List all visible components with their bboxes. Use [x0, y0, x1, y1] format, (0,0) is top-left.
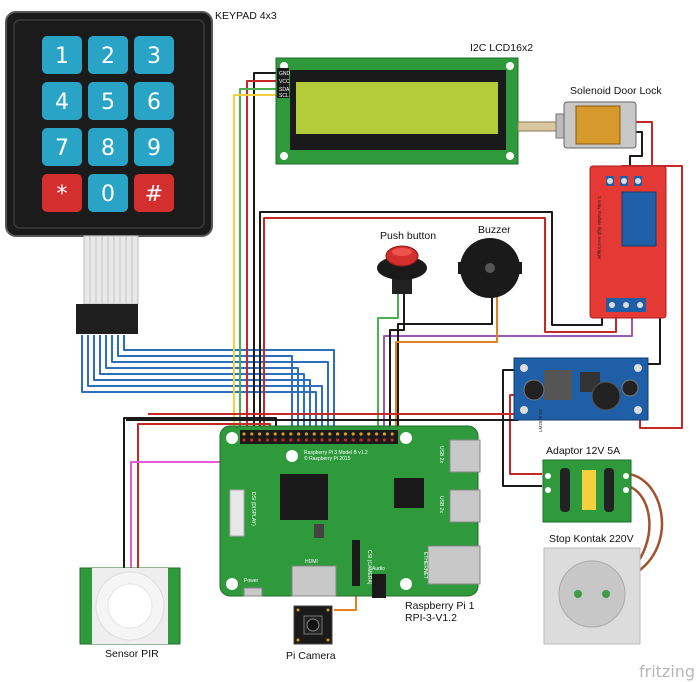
relay-in-wire: [383, 312, 633, 432]
buzzer-wire-1: [397, 294, 493, 432]
relay-vcc-wire: [263, 217, 617, 432]
keypad-key-label: 6: [147, 90, 161, 115]
svg-text:SCL: SCL: [279, 93, 289, 99]
regulator-label: LM2596 5V: [538, 409, 543, 432]
keypad-key: [134, 128, 174, 166]
regulator-module: [513, 357, 649, 421]
keypad-key-label: #: [145, 182, 163, 207]
reg-in-gnd: [502, 369, 542, 487]
lcd-screen: [296, 82, 498, 134]
button-wire-1: [377, 291, 399, 432]
keypad-key: [134, 174, 174, 212]
relay-module: 1 relay module high level trigger: [589, 165, 667, 319]
buzzer: [458, 238, 522, 298]
keypad-key: [42, 174, 82, 212]
keypad-key-label: 3: [147, 44, 161, 69]
keypad-key-label: 5: [101, 90, 115, 115]
keypad-key: [88, 174, 128, 212]
lcd-module: GND VCC SDA SCL: [275, 57, 519, 165]
svg-text:Audio: Audio: [372, 566, 385, 572]
svg-text:GND: GND: [279, 71, 291, 77]
solenoid-wire-red: [634, 121, 653, 177]
svg-text:USB 2x: USB 2x: [438, 496, 444, 513]
buzzer-wire-2: [395, 294, 498, 432]
svg-text:Power: Power: [244, 578, 259, 584]
keypad-keys: 1 2 3 4 5 6 7 8 9 * 0 #: [42, 36, 174, 212]
svg-text:HDMI: HDMI: [305, 559, 318, 565]
wires: [81, 72, 683, 611]
keypad-label: KEYPAD 4x3: [215, 10, 277, 22]
svg-text:1 relay module high level tri: 1 relay module high level trigger: [597, 196, 602, 260]
svg-text:ETHERNET: ETHERNET: [422, 552, 428, 579]
keypad-key: [88, 36, 128, 74]
keypad-key-label: 7: [55, 136, 69, 161]
adaptor-label: Adaptor 12V 5A: [546, 445, 620, 457]
svg-text:© Raspberry Pi 2015: © Raspberry Pi 2015: [304, 455, 351, 462]
wall-socket: [543, 547, 641, 645]
solenoid-label: Solenoid Door Lock: [570, 85, 662, 97]
svg-text:SDA: SDA: [279, 87, 290, 93]
keypad-wires: [81, 335, 335, 432]
lcd-vcc-wire: [246, 80, 280, 432]
lcd-gnd-wire: [253, 72, 280, 432]
keypad-key: [134, 82, 174, 120]
raspberry-pi: Raspberry Pi 3 Model B v1.2 © Raspberry …: [219, 425, 481, 598]
buzzer-label: Buzzer: [478, 224, 511, 236]
pi-camera: [293, 605, 333, 645]
pi-camera-label: Pi Camera: [286, 650, 336, 662]
reg-to-rpi-red: [148, 402, 526, 415]
keypad-key: [42, 128, 82, 166]
pir-sensor: [79, 567, 181, 645]
keypad-key: [134, 36, 174, 74]
socket-label: Stop Kontak 220V: [549, 533, 634, 545]
svg-text:CSI (CAMERA): CSI (CAMERA): [366, 550, 372, 585]
fritzing-logo: fritzing: [639, 662, 695, 681]
relay-gnd-wire: [259, 211, 603, 432]
solenoid-lock: [517, 101, 637, 149]
keypad: 1 2 3 4 5 6 7 8 9 * 0 #: [5, 11, 213, 334]
keypad-ribbon: [83, 235, 139, 305]
push-button-label: Push button: [380, 230, 436, 242]
keypad-key: [42, 36, 82, 74]
lcd-label: I2C LCD16x2: [470, 42, 533, 54]
svg-text:Raspberry Pi 3 Model B v1.2: Raspberry Pi 3 Model B v1.2: [304, 450, 368, 456]
keypad-key-label: *: [57, 182, 68, 207]
keypad-key: [42, 82, 82, 120]
pir-label: Sensor PIR: [105, 648, 159, 660]
push-button: [377, 245, 427, 294]
solenoid-wire-black: [629, 131, 643, 177]
svg-text:DSI (DISPLAY): DSI (DISPLAY): [250, 492, 256, 526]
adaptor-module: [542, 459, 632, 523]
keypad-key-label: 1: [55, 44, 69, 69]
svg-text:USB 2x: USB 2x: [438, 446, 444, 463]
rpi-label-2: RPI-3-V1.2: [405, 612, 457, 624]
rpi-label-1: Raspberry Pi 1: [405, 600, 475, 612]
keypad-key: [88, 128, 128, 166]
keypad-key: [88, 82, 128, 120]
keypad-key-label: 0: [101, 182, 115, 207]
rpi-logo-icon: [286, 450, 298, 462]
keypad-key-label: 9: [147, 136, 161, 161]
pir-gnd-wire: [123, 417, 277, 572]
lcd-pin-labels: GND VCC SDA SCL: [277, 68, 291, 99]
svg-text:VCC: VCC: [279, 79, 290, 85]
keypad-key-label: 4: [55, 90, 69, 115]
keypad-key-label: 8: [101, 136, 115, 161]
keypad-connector: [76, 304, 138, 334]
keypad-key-label: 2: [101, 44, 115, 69]
